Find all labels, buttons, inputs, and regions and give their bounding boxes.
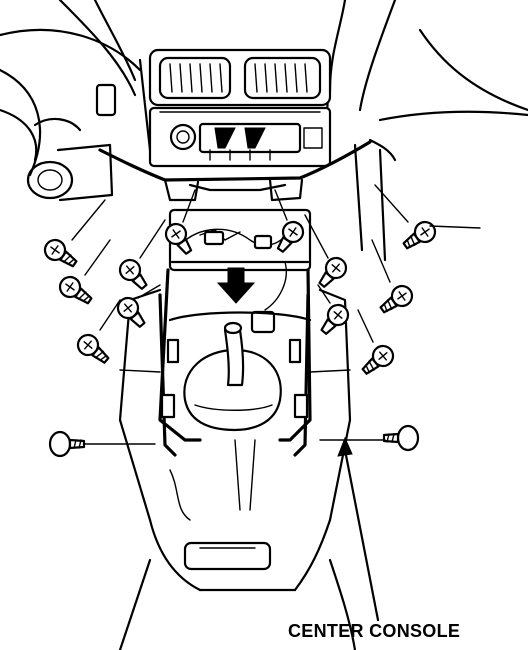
screw-leader-line <box>84 239 111 276</box>
center-console-label: CENTER CONSOLE <box>288 621 461 641</box>
screw-icon <box>43 238 78 268</box>
console-label-leader <box>337 436 380 622</box>
screw-icon <box>318 256 348 288</box>
screw-leader-line <box>374 184 409 223</box>
screw-leader-line <box>304 214 329 259</box>
side-rail-right <box>288 293 351 457</box>
down-arrow-icon <box>216 267 256 304</box>
panel-edge-line <box>429 225 481 229</box>
center-air-vents <box>148 48 332 107</box>
screw-leader-line <box>71 199 106 241</box>
screw-icon <box>379 284 414 314</box>
screw-leader-line <box>99 299 121 331</box>
screw-icon <box>116 296 146 328</box>
screw-leader-line <box>371 239 391 283</box>
screw-leader-line <box>182 189 196 223</box>
screw-icon <box>48 430 86 458</box>
shift-lever-boot <box>183 321 282 432</box>
screw-leader-line <box>274 189 288 221</box>
console-bracket <box>98 138 397 262</box>
screw-icon <box>118 258 148 290</box>
screw-leader-line <box>137 284 161 299</box>
screw-icon <box>76 333 110 364</box>
console-body <box>118 268 357 650</box>
side-rail-left <box>119 293 180 457</box>
screw-icon <box>382 424 420 452</box>
screw-leader-line <box>139 219 166 259</box>
screw-icon <box>164 222 193 255</box>
screw-icon <box>361 344 395 375</box>
steering-column <box>0 68 117 202</box>
dashboard-outline <box>0 0 528 152</box>
climate-control-panel <box>148 106 332 168</box>
screw-icon <box>58 275 93 305</box>
screw-icon <box>276 220 305 253</box>
screw-icon <box>402 220 437 250</box>
screw-icon <box>320 303 350 335</box>
screw-leader-line <box>317 284 331 304</box>
screw-leader-line <box>357 309 374 343</box>
